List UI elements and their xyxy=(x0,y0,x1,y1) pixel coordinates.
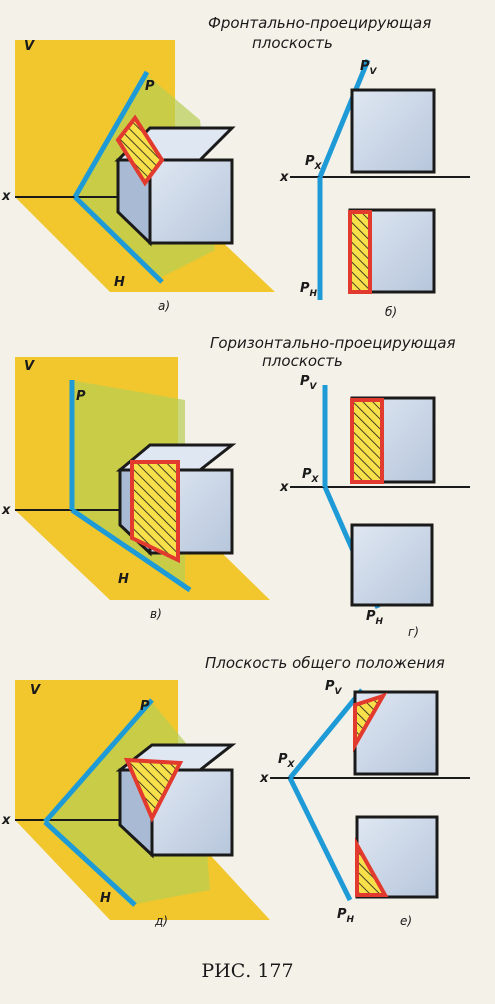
label-v: V xyxy=(24,39,35,54)
label-pv: PV xyxy=(325,679,343,697)
subfig-label-e: е) xyxy=(400,914,412,928)
trace-pv xyxy=(317,59,371,178)
trace-ph xyxy=(287,776,353,902)
label-v: V xyxy=(24,359,35,374)
section xyxy=(123,757,184,823)
subfig-label-b: б) xyxy=(385,305,397,319)
label-h: H xyxy=(100,891,111,906)
trace-ph xyxy=(70,507,192,593)
figure-d: V x P H д) xyxy=(1,680,270,928)
label-pv: PV xyxy=(300,374,318,392)
subfig-label-v: в) xyxy=(150,607,162,621)
trace-pv xyxy=(72,70,150,199)
figure-b: PV PX x PH б) xyxy=(279,59,470,319)
label-x: x xyxy=(1,503,11,518)
section xyxy=(115,114,165,187)
label-x: x xyxy=(279,480,289,495)
title-general: Плоскость общего положения xyxy=(205,654,445,672)
label-px: PX xyxy=(305,154,323,172)
subfig-label-d: д) xyxy=(154,914,168,928)
title-horizontal-2: плоскость xyxy=(262,352,343,370)
figure-e: PV PX x PH е) xyxy=(259,679,470,928)
section xyxy=(130,460,180,564)
label-ph: PH xyxy=(366,609,384,627)
section-top xyxy=(348,210,372,294)
trace-pv xyxy=(43,698,154,824)
trace-ph xyxy=(73,195,164,284)
title-frontal: Фронтально-проецирующая xyxy=(208,14,432,32)
title-horizontal: Горизонтально-проецирующая xyxy=(210,334,456,352)
label-px: PX xyxy=(302,467,320,485)
section-top xyxy=(355,837,389,897)
label-p: P xyxy=(145,79,155,94)
figure-a: V x P H а) xyxy=(1,39,275,313)
front-view xyxy=(350,88,436,174)
subfig-label-g: г) xyxy=(408,625,419,639)
figure-v: V x P H в) xyxy=(1,357,270,621)
trace-pv xyxy=(288,688,364,780)
label-px: PX xyxy=(278,752,296,770)
figure-g: PV PX x PH г) xyxy=(279,374,470,639)
figure-caption: РИС. 177 xyxy=(201,960,294,982)
top-view xyxy=(355,815,439,899)
label-p: P xyxy=(76,389,86,404)
label-p: P xyxy=(140,699,150,714)
cube-front xyxy=(148,158,234,245)
section-front xyxy=(350,398,384,484)
trace-ph xyxy=(43,820,137,907)
label-pv: PV xyxy=(360,59,378,77)
top-view xyxy=(350,523,434,607)
label-v: V xyxy=(30,683,41,698)
title-frontal-2: плоскость xyxy=(252,34,333,52)
label-x: x xyxy=(1,189,11,204)
label-ph: PH xyxy=(337,907,355,925)
section-front xyxy=(353,692,388,753)
label-h: H xyxy=(114,275,125,290)
label-x: x xyxy=(279,170,289,185)
label-h: H xyxy=(118,572,129,587)
label-ph: PH xyxy=(300,281,318,299)
label-x: x xyxy=(1,813,11,828)
label-x: x xyxy=(259,771,269,786)
subfig-label-a: а) xyxy=(158,299,170,313)
